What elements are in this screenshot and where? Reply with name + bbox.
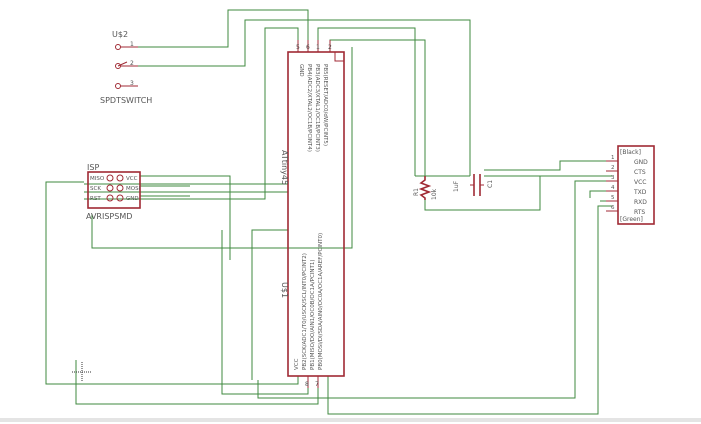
wire-ftdi-gnd [484, 160, 612, 171]
wire-left-loop [45, 181, 299, 385]
isp-pad-6 [116, 194, 124, 202]
mcu-pin1-marker [334, 51, 345, 62]
isp-value: AVRISPSMD [86, 212, 132, 221]
isp-body [87, 171, 141, 209]
ftdi-pin-num-6: 6 [611, 205, 615, 211]
wire-ftdi-vcc [257, 180, 612, 399]
switch-value: SPDTSWITCH [100, 96, 152, 105]
wire-ftdi-txd [589, 190, 612, 198]
resistor-value: 10k [431, 188, 438, 200]
mcu-label-right-1: PB4(ADC2/XTAL2/OC1B/PCINT4) [306, 64, 312, 152]
ftdi-pin-num-3: 3 [611, 175, 615, 181]
ftdi-pin-name-2: CTS [634, 169, 646, 176]
isp-pin-miso: MISO [90, 176, 105, 182]
wire-net [45, 9, 612, 415]
switch-pin-2: 2 [130, 60, 134, 67]
isp-name: ISP [87, 163, 99, 172]
capacitor-c1[interactable]: 1uF C1 [453, 174, 494, 196]
switch-lever [117, 61, 128, 67]
mcu-label-right-3: PB5(RESET/ADC0/dW/PCINT5) [322, 64, 328, 146]
mcu-designator: U$1 [280, 282, 289, 298]
capacitor-name: C1 [487, 180, 494, 188]
ftdi-header[interactable]: [Black] [Green] 1 2 3 4 5 6 GND CTS VCC … [606, 145, 655, 225]
isp-pin-mosi: MOSI [126, 186, 141, 192]
mcu-label-right-0: GND [298, 64, 304, 77]
wire-resistor-bottom [424, 175, 612, 211]
isp-header[interactable]: ISP MISO SCK RST VCC MOSI GND AVRISPSMD [86, 163, 141, 221]
origin-crosshair-icon [72, 362, 92, 382]
ftdi-pin-name-6: RTS [634, 209, 645, 216]
isp-pad-4 [116, 184, 124, 192]
mcu-top-pin-2: 6 [306, 44, 310, 51]
wire-power-left [251, 229, 288, 380]
isp-pad-3 [106, 184, 114, 192]
switch-pin-3: 3 [130, 80, 134, 87]
ftdi-pin-name-5: RXD [634, 199, 647, 206]
isp-pin-sck: SCK [90, 186, 101, 192]
isp-pin-gnd: GND [126, 196, 139, 202]
wire-isp-rst [84, 27, 299, 200]
mcu-bottom-pin-1: 8 [305, 381, 309, 388]
mcu-label-left-1: PB2(SCK/ADC1/T0/USCK/SCL/INT0/PCINT2) [302, 253, 308, 370]
isp-pin-rst: RST [90, 196, 101, 202]
isp-pin-vcc: VCC [126, 176, 138, 182]
wire-bottom-loop [75, 360, 319, 405]
switch-spdt[interactable]: U$2 1 2 3 SPDTSWITCH [100, 30, 152, 105]
mcu-body [287, 51, 345, 377]
isp-pad-1 [106, 174, 114, 182]
ftdi-bottom-label: [Green] [620, 216, 643, 223]
wire-switch1-chip [138, 9, 309, 48]
ftdi-pin-num-4: 4 [611, 185, 615, 191]
mcu-label-left-2: PB1(MISO/DO/AIN1/OC0B/OC1A/PCINT1) [310, 259, 316, 370]
switch-contact-3 [115, 83, 121, 89]
resistor-r1[interactable]: R1 10k [413, 176, 438, 200]
ftdi-pin-name-4: TXD [633, 189, 647, 196]
mcu-attiny45[interactable]: 5 6 1 2 8 7 ATtiny45 U$1 GND PB4(ADC2/XT… [280, 40, 345, 388]
switch-contact-1 [115, 44, 121, 50]
isp-pad-5 [106, 194, 114, 202]
ftdi-pin-num-5: 5 [611, 195, 615, 201]
wire-switch2-cap [138, 19, 471, 176]
switch-name: U$2 [112, 30, 128, 39]
mcu-top-pin-3: 1 [316, 44, 320, 51]
mcu-bottom-pin-2: 7 [315, 381, 319, 388]
mcu-label-left-3: PB0(MOSI/DI/SDA/AIN0/OC0A/OC1A/AREF/PCIN… [318, 233, 324, 370]
resistor-zigzag [418, 176, 432, 200]
capacitor-value: 1uF [453, 180, 460, 192]
ftdi-pin-num-1: 1 [611, 155, 615, 161]
mcu-label-right-2: PB3(ADC3/XTAL1/OC1B/PCINT3) [314, 64, 320, 152]
switch-contact-2 [115, 63, 121, 69]
wire-isp-vcc [140, 175, 231, 260]
wire-chip-top-right [317, 27, 416, 176]
ftdi-top-label: [Black] [620, 149, 641, 156]
mcu-top-pin-1: 5 [296, 44, 300, 51]
mcu-name: ATtiny45 [280, 150, 289, 185]
ftdi-pin-num-2: 2 [611, 165, 615, 171]
wire-chip-pin7 [327, 205, 612, 415]
resistor-name: R1 [413, 188, 420, 196]
ftdi-pin-name-1: GND [634, 159, 648, 166]
ftdi-pin-name-3: VCC [634, 179, 646, 186]
isp-pad-2 [116, 174, 124, 182]
switch-pin-1: 1 [130, 41, 134, 48]
mcu-label-left-0: VCC [294, 358, 300, 370]
ftdi-body [617, 145, 655, 225]
mcu-top-pin-4: 2 [328, 44, 332, 51]
